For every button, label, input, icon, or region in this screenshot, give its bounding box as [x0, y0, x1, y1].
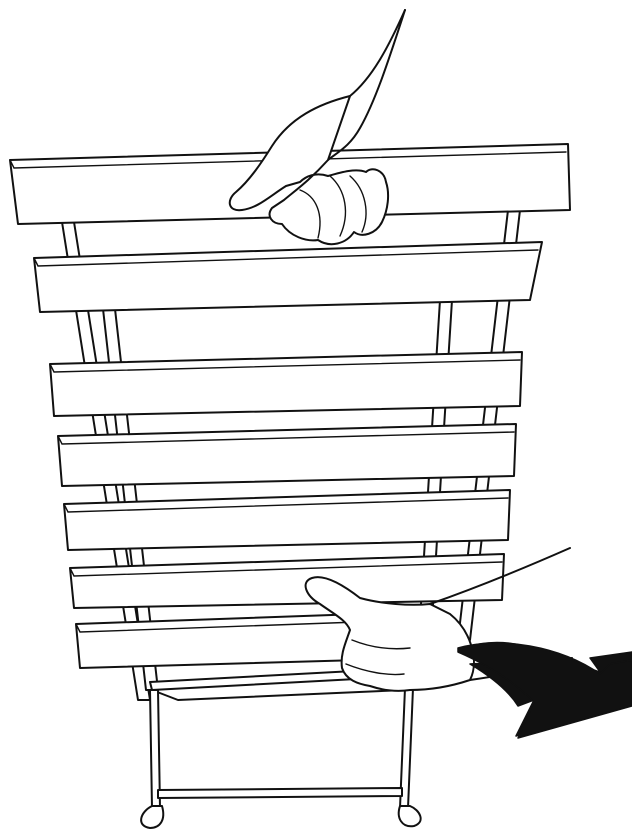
seat-frame-side-left: [152, 690, 405, 700]
foot-right: [399, 806, 421, 826]
foot-left: [141, 806, 163, 828]
seat-slat-5: [76, 614, 360, 668]
rotate-arrow-icon: [458, 642, 632, 738]
upper-arm-line: [350, 10, 405, 96]
bottom-crossbar: [158, 788, 402, 798]
